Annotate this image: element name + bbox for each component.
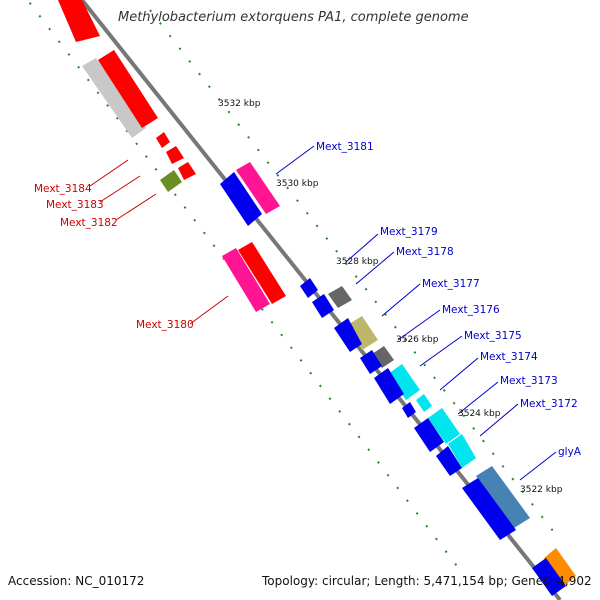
gene-blue-3174[interactable] [402,402,416,418]
gene-labels-right: Mext_3181 Mext_3179 Mext_3178 Mext_3177 … [316,141,582,458]
gene-label: Mext_3184 [34,183,92,195]
gene-label: Mext_3182 [60,217,118,229]
gene-light-gray[interactable] [82,58,146,138]
gene-label: Mext_3179 [380,226,438,238]
gene-steelblue-glyA[interactable] [476,466,530,528]
gene-label: Mext_3181 [316,141,374,153]
gene-blue-3175[interactable] [374,368,404,404]
gene-red-3180[interactable] [238,242,286,304]
gene-dark-gray-3178[interactable] [328,286,352,308]
gene-label: glyA [558,446,582,458]
gene-blue-3178b[interactable] [312,294,334,318]
gene-red-small-1[interactable] [156,132,170,148]
kbp-label: 3532 kbp [218,99,261,109]
gene-red-top[interactable] [58,0,100,42]
gene-label: Mext_3183 [46,199,104,211]
gene-blue-bottom[interactable] [532,558,566,596]
accession-text: Accession: NC_010172 [8,574,145,588]
gene-red-small-3[interactable] [178,162,196,180]
kbp-label: 3522 kbp [520,485,563,495]
kbp-labels: 3532 kbp 3530 kbp 3528 kbp 3526 kbp 3524… [218,99,563,495]
gene-pink-3180[interactable] [222,248,270,312]
gene-label: Mext_3175 [464,330,522,342]
gene-features [58,0,576,596]
map-title: Methylobacterium extorquens PA1, complet… [118,10,469,25]
gene-label: Mext_3172 [520,398,578,410]
gene-cyan-3172[interactable] [448,434,476,468]
gene-olive[interactable] [160,170,182,192]
gene-cyan-3174[interactable] [416,394,432,412]
kbp-label: 3528 kbp [336,257,379,267]
gene-orange-bottom[interactable] [544,548,576,586]
gene-blue-3173[interactable] [414,418,444,452]
gene-cyan-3173[interactable] [428,408,460,444]
gene-blue-glyA[interactable] [462,478,516,540]
gene-khaki-3177[interactable] [346,316,378,350]
kbp-label: 3526 kbp [396,335,439,345]
gene-blue-3176[interactable] [360,350,382,374]
label-leaders [89,145,557,481]
gene-label: Mext_3178 [396,246,454,258]
gene-label: Mext_3180 [136,319,194,331]
gene-blue-3177[interactable] [334,318,362,352]
gene-dark-gray-3176[interactable] [372,346,394,368]
gene-cyan-3175[interactable] [388,364,420,400]
gene-labels-left: Mext_3184 Mext_3183 Mext_3182 Mext_3180 [34,183,194,331]
gene-label: Mext_3177 [422,278,480,290]
gene-blue-3179[interactable] [300,278,318,298]
gene-blue-3172[interactable] [436,446,462,476]
gene-blue-3181[interactable] [220,172,262,226]
gene-label: Mext_3176 [442,304,500,316]
gene-red-large[interactable] [98,50,158,128]
kbp-label: 3524 kbp [458,409,501,419]
topology-text: Topology: circular; Length: 5,471,154 bp… [262,574,592,588]
gene-label: Mext_3173 [500,375,558,387]
gene-label: Mext_3174 [480,351,538,363]
gene-red-small-2[interactable] [166,146,184,164]
kbp-label: 3530 kbp [276,179,319,189]
outer-tick-ring-right [149,9,561,541]
gene-pink-3181[interactable] [236,162,280,214]
